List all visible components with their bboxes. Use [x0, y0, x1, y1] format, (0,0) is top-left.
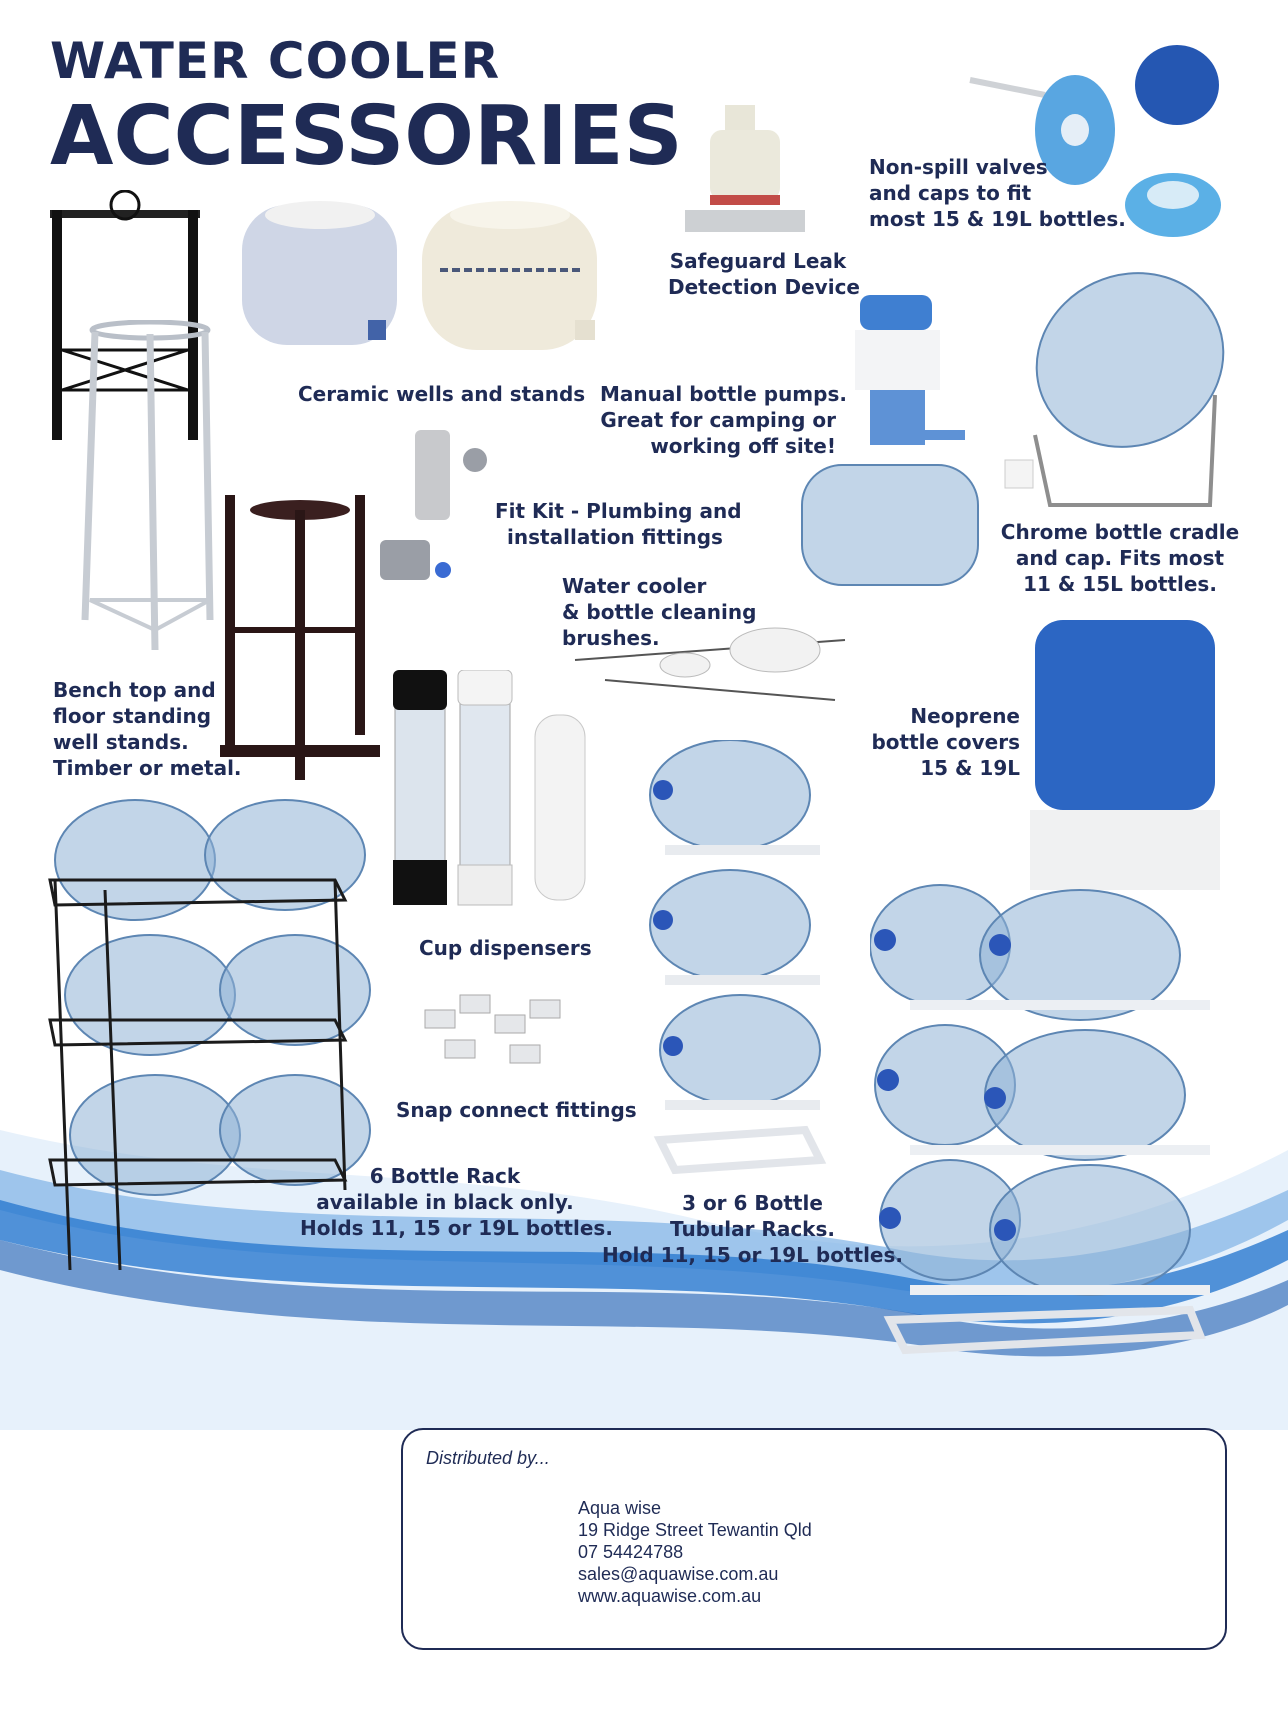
label-tubular-racks: 3 or 6 Bottle Tubular Racks. Hold 11, 15… [601, 1191, 903, 1267]
label-leak-detection: Safeguard Leak Detection Device [668, 249, 860, 299]
distributor-address-block: Aqua wise 19 Ridge Street Tewantin Qld 0… [578, 1497, 812, 1607]
label-cup-dispensers: Cup dispensers [419, 936, 592, 960]
distributor-heading: Distributed by... [426, 1448, 550, 1468]
page-title-line1: WATER COOLER [50, 32, 501, 90]
manual-bottle-pump-image [801, 295, 979, 586]
distributor-phone: 07 54424788 [578, 1542, 684, 1562]
label-six-bottle-rack: 6 Bottle Rack available in black only. H… [300, 1164, 613, 1240]
label-manual-pumps: Manual bottle pumps. Great for camping o… [600, 382, 847, 458]
snap-fittings-image [424, 994, 561, 1064]
chrome-cradle-image [1004, 272, 1225, 507]
cup-dispensers-image [393, 670, 586, 906]
distributor-website[interactable]: www.aquawise.com.au [578, 1586, 762, 1606]
white-metal-stand-image [81, 320, 214, 651]
label-neoprene-covers: Neoprene bottle covers 15 & 19L [871, 704, 1020, 780]
six-bottle-rack-image [48, 799, 371, 1271]
distributor-email[interactable]: sales@aquawise.com.au [578, 1564, 779, 1584]
leak-detection-device-image [685, 105, 805, 232]
distributor-name: Aqua wise [578, 1498, 662, 1518]
three-bottle-tubular-rack-image [649, 740, 827, 1175]
label-well-stands: Bench top and floor standing well stands… [53, 678, 242, 780]
label-chrome-cradle: Chrome bottle cradle and cap. Fits most … [1000, 520, 1240, 596]
label-snap-fittings: Snap connect fittings [396, 1098, 637, 1122]
label-non-spill-valves: Non-spill valves and caps to fit most 15… [869, 155, 1126, 231]
non-spill-valve-caps-image [969, 45, 1221, 237]
neoprene-cover-image [1030, 620, 1220, 890]
ceramic-wells-image [242, 201, 597, 350]
cleaning-brushes-image [574, 627, 846, 701]
distributor-box [401, 1428, 1227, 1650]
page-title-line2: ACCESSORIES [50, 89, 683, 184]
label-fit-kit: Fit Kit - Plumbing and installation fitt… [495, 499, 742, 549]
six-bottle-tubular-rack-image [870, 884, 1210, 1355]
timber-stand-image [220, 495, 380, 780]
label-ceramic-wells: Ceramic wells and stands [298, 382, 586, 406]
fit-kit-image [380, 430, 487, 580]
label-cleaning-brushes: Water cooler & bottle cleaning brushes. [562, 574, 757, 650]
distributor-street: 19 Ridge Street Tewantin Qld [578, 1520, 812, 1540]
